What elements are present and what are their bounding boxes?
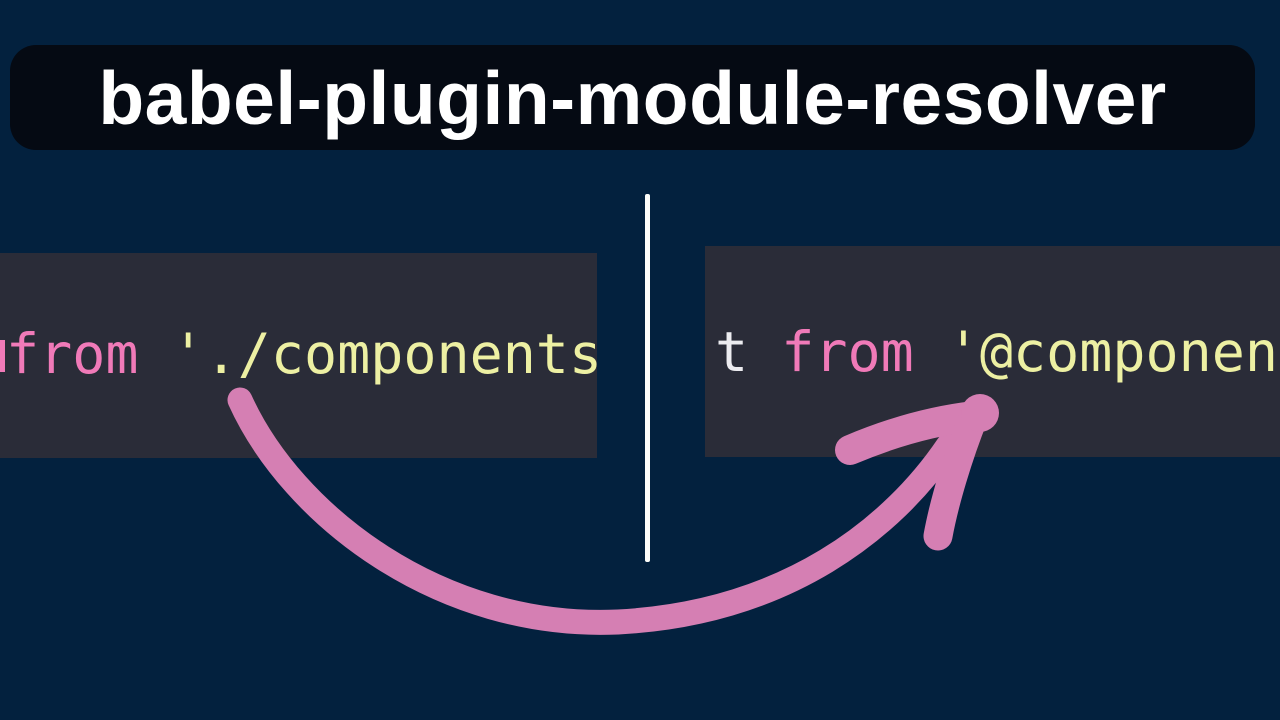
code-snippet-before: from './components <box>0 253 597 458</box>
code-token-string: '@componen <box>913 320 1278 384</box>
title-banner: babel-plugin-module-resolver <box>10 45 1255 150</box>
code-line-after: t from '@componen <box>715 325 1278 380</box>
code-token-plain: t <box>715 320 749 384</box>
clipped-glyph-fragment <box>0 340 5 372</box>
code-snippet-after: t from '@componen <box>705 246 1280 457</box>
page-title: babel-plugin-module-resolver <box>98 55 1167 140</box>
code-line-before: from './components <box>6 327 597 382</box>
divider-line <box>645 194 650 562</box>
code-token-keyword: from <box>6 322 139 386</box>
code-token-string: './components <box>138 322 597 386</box>
code-token-keyword: from <box>748 320 914 384</box>
